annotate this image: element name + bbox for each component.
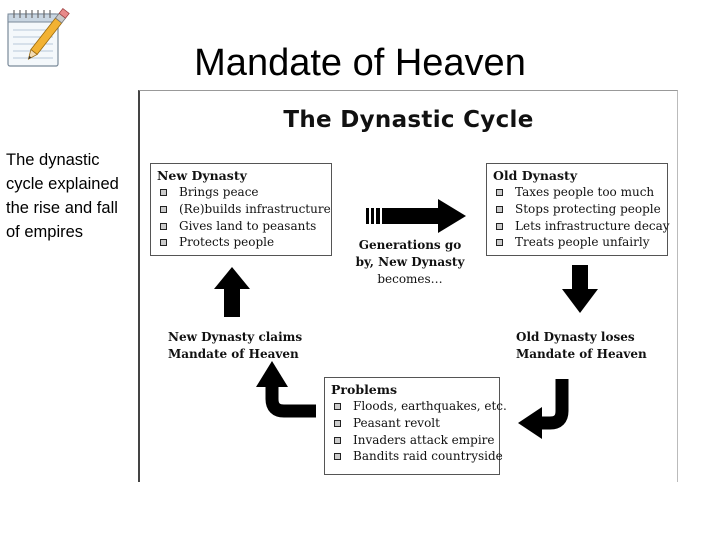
problems-box: Problems Floods, earthquakes, etc. Peasa… <box>324 377 507 475</box>
list-item: Protects people <box>157 234 325 251</box>
transition-label-line: becomes… <box>377 272 443 286</box>
list-item: Floods, earthquakes, etc. <box>331 398 507 415</box>
list-item: Lets infrastructure decay <box>493 218 670 235</box>
bullet-icon <box>160 239 167 247</box>
old-dynasty-heading: Old Dynasty <box>493 168 578 183</box>
list-item: Stops protecting people <box>493 201 661 218</box>
bullet-icon <box>334 419 341 427</box>
bullet-icon <box>496 222 503 230</box>
up-arrow-icon <box>214 267 250 317</box>
new-dynasty-box: New Dynasty Brings peace (Re)builds infr… <box>150 163 332 256</box>
bullet-icon <box>496 239 503 247</box>
figure-title: The Dynastic Cycle <box>283 107 534 133</box>
bullet-icon <box>160 205 167 213</box>
bullet-icon <box>334 436 341 444</box>
list-item: Taxes people too much <box>493 184 661 201</box>
loses-label-line: Mandate of Heaven <box>516 347 647 361</box>
curved-arrow-up-icon <box>256 361 316 418</box>
list-item: (Re)builds infrastructure <box>157 201 331 218</box>
side-caption: The dynastic cycle explained the rise an… <box>6 151 119 241</box>
claims-label-line: New Dynasty claims <box>168 330 303 344</box>
list-item: Gives land to peasants <box>157 218 325 235</box>
list-item: Invaders attack empire <box>331 432 495 449</box>
list-item: Brings peace <box>157 184 325 201</box>
bullet-icon <box>334 453 341 461</box>
right-arrow-icon <box>366 199 466 233</box>
problems-heading: Problems <box>331 382 398 397</box>
list-item: Treats people unfairly <box>493 234 661 251</box>
bullet-icon <box>160 189 167 196</box>
transition-label-line: Generations go <box>358 238 462 252</box>
slide-title: Mandate of Heaven <box>194 42 526 84</box>
loses-mandate-label: Old Dynasty loses Mandate of Heaven <box>516 329 676 363</box>
dynastic-cycle-figure: The Dynastic Cycle New Dynasty Brings pe… <box>138 90 678 482</box>
bullet-icon <box>496 205 503 213</box>
claims-label-line: Mandate of Heaven <box>168 347 299 361</box>
notepad-pencil-icon <box>7 7 70 67</box>
list-item: Peasant revolt <box>331 415 493 432</box>
claims-mandate-label: New Dynasty claims Mandate of Heaven <box>168 329 328 363</box>
bullet-icon <box>496 189 503 196</box>
bullet-icon <box>160 222 167 230</box>
loses-label-line: Old Dynasty loses <box>516 330 635 344</box>
new-dynasty-heading: New Dynasty <box>157 168 247 183</box>
list-item: Bandits raid countryside <box>331 448 503 465</box>
bullet-icon <box>334 403 341 410</box>
down-arrow-icon <box>562 265 598 313</box>
transition-label: Generations go by, New Dynasty becomes… <box>354 237 466 288</box>
old-dynasty-box: Old Dynasty Taxes people too much Stops … <box>486 163 670 256</box>
curved-arrow-left-icon <box>518 379 569 439</box>
transition-label-line: by, New Dynasty <box>355 255 465 269</box>
